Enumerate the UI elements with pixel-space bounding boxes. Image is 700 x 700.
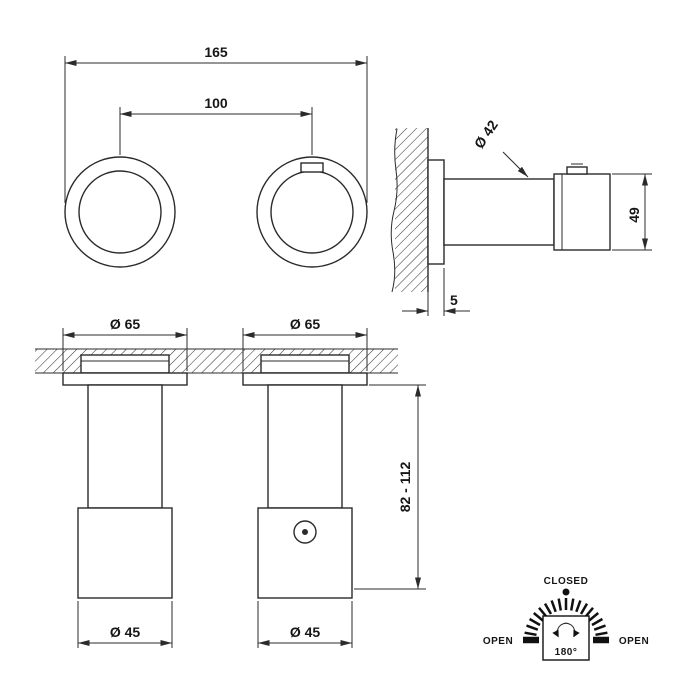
left-valve-section: [62, 354, 188, 599]
dim-label-d42: Ø 42: [471, 117, 501, 151]
rotation-dial-legend: CLOSED OPEN OPEN 180°: [483, 576, 649, 661]
closed-position-dot: [562, 588, 570, 596]
dim-label-d65-left: Ø 65: [110, 316, 141, 332]
side-view: [390, 128, 611, 293]
section-view: [35, 348, 398, 599]
dim-rosette-65-left: Ø 65: [62, 316, 188, 371]
dim-label-49: 49: [626, 207, 642, 223]
dim-installation-depth: 82 - 112: [354, 384, 426, 590]
dial-tick-marks: [524, 598, 608, 637]
right-valve-section: [242, 354, 368, 599]
wall-hatch: [395, 128, 428, 292]
dim-handle-height-49: 49: [612, 173, 652, 251]
dim-label-d45-right: Ø 45: [290, 624, 321, 640]
wall-plate-side: [427, 159, 445, 265]
dim-label-100: 100: [204, 95, 228, 111]
right-handle-index-tab: [300, 162, 324, 173]
dim-center-distance-100: 100: [119, 95, 313, 155]
dim-base-45-left: Ø 45: [77, 601, 173, 648]
dim-plate-thickness-5: 5: [402, 268, 470, 316]
right-handle-outer-ring: [256, 156, 368, 268]
open-right-label: OPEN: [619, 636, 649, 647]
right-valve-base: [257, 507, 353, 599]
left-valve-flange: [62, 372, 188, 386]
right-valve-button-dot: [302, 529, 308, 535]
left-handle-inner-ring: [78, 170, 162, 254]
dim-label-5: 5: [450, 292, 458, 308]
open-left-label: OPEN: [483, 636, 513, 647]
right-valve-button: [293, 520, 317, 544]
dim-body-diameter-42: Ø 42: [471, 117, 529, 178]
left-valve-body: [87, 384, 163, 509]
handle-body-side: [443, 178, 555, 246]
handle-grip-side: [553, 173, 611, 251]
dim-base-45-right: Ø 45: [257, 601, 353, 648]
left-valve-base: [77, 507, 173, 599]
right-handle-inner-ring: [270, 170, 354, 254]
angle-label: 180°: [555, 647, 578, 658]
right-valve-cap: [260, 354, 350, 374]
handle-top-button: [566, 166, 588, 175]
dim-rosette-65-right: Ø 65: [242, 316, 368, 371]
dim-label-d65-right: Ø 65: [290, 316, 321, 332]
dim-overall-width-165: 165: [64, 44, 368, 203]
front-view: [64, 156, 368, 268]
left-handle-outer-ring: [64, 156, 176, 268]
wall-rough-edge: [390, 128, 398, 293]
dim-label-depth: 82 - 112: [397, 461, 413, 512]
closed-label: CLOSED: [544, 576, 589, 587]
left-valve-cap: [80, 354, 170, 374]
rotation-arrows-icon: [552, 622, 580, 638]
dim-label-d45-left: Ø 45: [110, 624, 141, 640]
right-valve-body: [267, 384, 343, 509]
dim-label-165: 165: [204, 44, 228, 60]
right-valve-flange: [242, 372, 368, 386]
